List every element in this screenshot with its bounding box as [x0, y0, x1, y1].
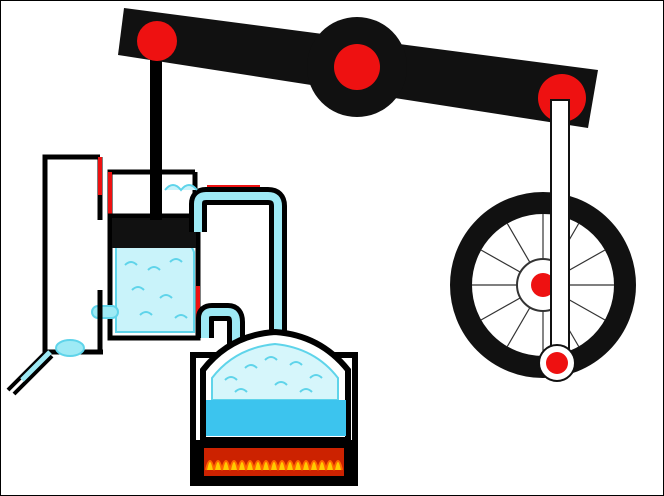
cylinder	[91, 60, 260, 341]
exhaust-steam-puff	[55, 339, 85, 357]
boiler-steam	[211, 342, 339, 401]
boiler-steam-swirls	[224, 356, 323, 393]
flames	[205, 460, 343, 471]
boiler-water	[206, 400, 346, 436]
exhaust-pipe	[6, 350, 54, 396]
beam-left-pivot	[137, 21, 177, 61]
cylinder-steam-swirls	[124, 258, 188, 319]
exhaust-steam	[20, 350, 52, 382]
cylinder-steam	[115, 239, 195, 333]
valve-steam-puff	[164, 184, 198, 192]
beam-center-pivot	[334, 44, 380, 90]
connecting-rod	[550, 99, 570, 363]
walking-beam	[118, 8, 598, 128]
boiler	[190, 328, 358, 486]
flywheel-axle	[531, 273, 555, 297]
upper-pipe-steam	[194, 192, 282, 340]
piston	[112, 218, 196, 248]
condenser	[6, 154, 103, 396]
crank-pin	[546, 352, 568, 374]
steam-pipe	[164, 184, 287, 350]
piston-rod	[150, 60, 162, 220]
port-steam	[91, 305, 119, 319]
lower-pipe-steam	[201, 308, 240, 350]
flywheel	[450, 99, 636, 382]
